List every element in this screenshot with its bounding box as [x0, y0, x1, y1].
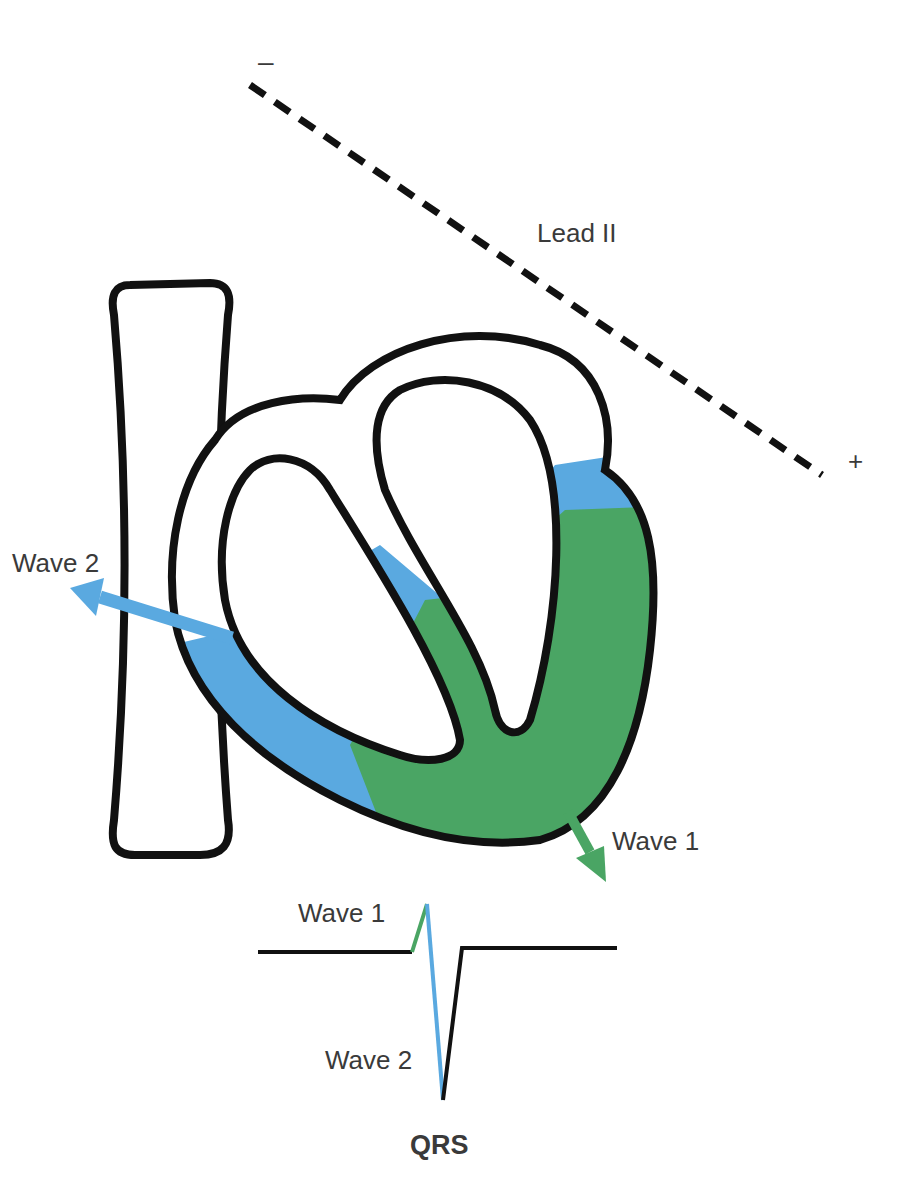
wave-1-arrow — [568, 812, 590, 852]
s-wave — [427, 904, 443, 1100]
return-trace — [443, 948, 617, 1100]
left-ventricle-cavity — [377, 380, 557, 732]
r-wave — [412, 904, 427, 952]
wave-1-arrowhead — [576, 846, 606, 882]
complex-label: QRS — [410, 1132, 469, 1159]
wave-label: Wave 2 — [325, 1047, 412, 1073]
heart-outline — [172, 336, 654, 843]
wave-2-arrowhead — [70, 578, 104, 616]
baseline — [258, 950, 412, 954]
polarity-sign: + — [848, 448, 863, 474]
wave-2-arrow — [100, 597, 232, 638]
wave-label: Wave 1 — [298, 900, 385, 926]
polarity-sign: – — [258, 48, 274, 76]
wave-label: Wave 1 — [612, 828, 699, 854]
wave-label: Wave 2 — [12, 550, 99, 576]
lead-name: Lead II — [537, 220, 617, 246]
